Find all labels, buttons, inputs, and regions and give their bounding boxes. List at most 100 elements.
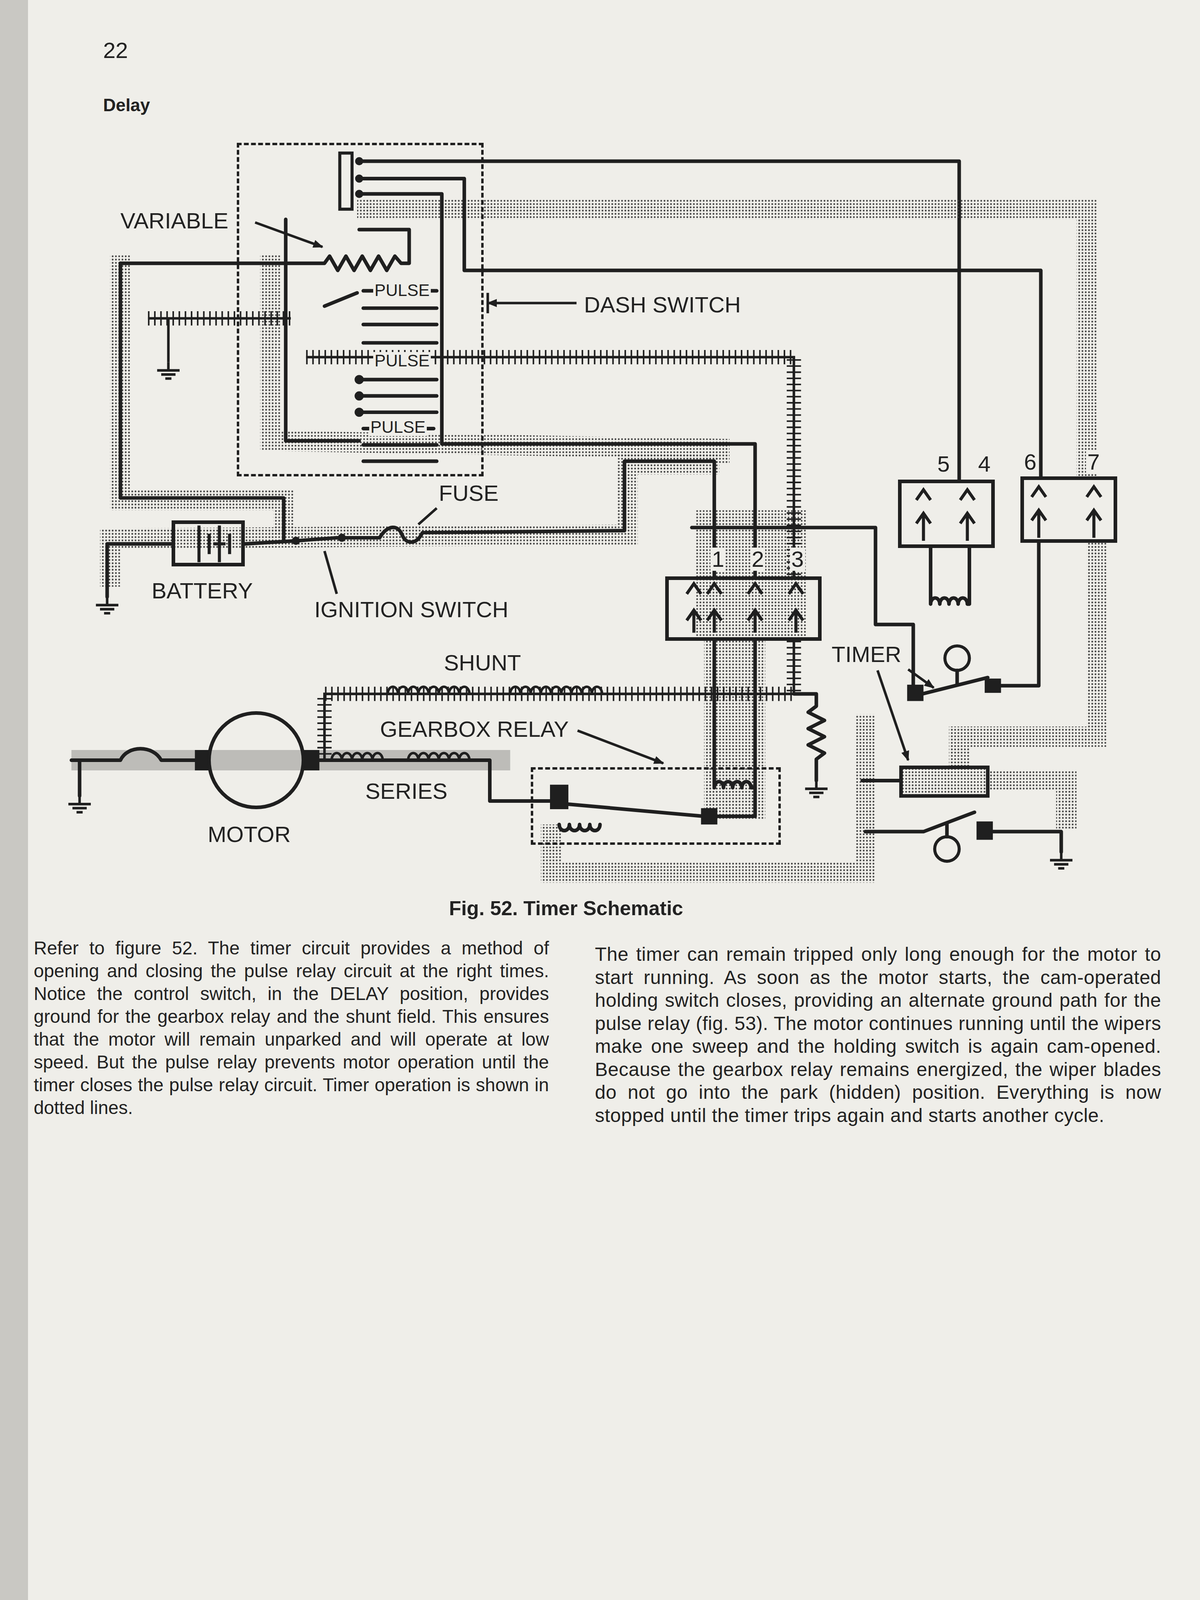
wire: [567, 804, 704, 817]
leader-line: [908, 669, 934, 688]
hatched-wire: [148, 318, 794, 761]
timer-dotted-area: [704, 640, 766, 820]
relay-box: 67: [1020, 476, 1118, 543]
battery-symbol: [198, 525, 230, 563]
wire: [945, 824, 949, 837]
relay-contact-symbol: [707, 583, 722, 633]
switch-part: [944, 646, 970, 671]
timer-dotted-path: [110, 209, 1098, 873]
wire: [359, 194, 756, 577]
relay-contact-symbol: [916, 489, 931, 541]
relay-contact-symbol: [1031, 486, 1046, 538]
timer-dotted-path: [959, 542, 1097, 768]
timer-dotted-path: [987, 780, 1066, 829]
ground-symbol: [96, 596, 119, 614]
wire: [71, 161, 1062, 852]
wire: [244, 537, 337, 544]
relay-box: 54: [898, 479, 995, 548]
battery-symbol: [198, 525, 230, 563]
switch-part: [355, 392, 363, 400]
hatched-wire: [306, 357, 794, 577]
terminal-number: 5: [936, 452, 951, 476]
component-label: VARIABLE: [119, 209, 230, 233]
timer-dotted-area: [696, 510, 807, 642]
leader-line: [255, 222, 934, 764]
relay-contact-symbol: [686, 486, 1102, 633]
wire: [363, 290, 437, 462]
wire: [865, 812, 975, 832]
wire-connector: [483, 270, 1041, 477]
leader-line: [486, 292, 489, 314]
timer-dotted-path: [110, 464, 720, 587]
contact-label: PULSE: [373, 281, 431, 300]
motor-circle: MOTOR: [207, 711, 306, 810]
relay-contact-symbol: [788, 583, 804, 633]
wire: [692, 527, 914, 686]
page-number: 22: [102, 38, 130, 63]
ground-symbol: [157, 362, 180, 379]
switch-part: [901, 767, 988, 796]
switch-part: [985, 679, 1000, 692]
ground-symbol: [805, 780, 828, 798]
switch-part: [356, 175, 362, 182]
switch-part: [908, 685, 923, 700]
dash-switch-box: DASH SWITCH: [236, 142, 484, 477]
paper-page: [28, 0, 1200, 1600]
leader-line: [487, 301, 577, 304]
ground-symbol: [68, 362, 1073, 869]
body-text: Refer to figure 52. The timer circuit pr…: [32, 936, 550, 1120]
terminal-number: 4: [976, 452, 992, 476]
terminal-number: 6: [1022, 450, 1038, 474]
relay-contact-symbol: [960, 489, 975, 541]
switch-part: [196, 153, 1000, 862]
leader-line: [324, 551, 337, 594]
ground-symbol: [1050, 852, 1073, 869]
relay-contact-symbol: [748, 583, 763, 633]
switch-part: [339, 153, 352, 210]
wire: [336, 461, 715, 577]
hatched-wire: [306, 357, 794, 577]
wire: [285, 219, 360, 441]
wire: [359, 159, 484, 164]
wire: [120, 263, 284, 541]
terminal-number: 7: [1086, 450, 1101, 474]
body-text: The timer can remain tripped only long e…: [593, 942, 1163, 1127]
wire: [716, 767, 756, 816]
wire: [862, 778, 902, 783]
switch-part: [338, 534, 345, 541]
ground-symbol: [68, 796, 91, 813]
wire: [120, 229, 410, 271]
switch-part: [355, 408, 363, 416]
wire: [930, 548, 970, 604]
figure-caption: Fig. 52. Timer Schematic: [447, 898, 684, 920]
wire: [992, 831, 1062, 852]
terminal-number: 2: [750, 547, 766, 572]
wire: [714, 767, 756, 788]
terminal-number: 3: [790, 547, 805, 572]
wire: [71, 748, 196, 761]
wire: [1000, 542, 1039, 686]
pulse-relay-box: 123: [665, 576, 822, 641]
wire-connector: [712, 640, 716, 768]
component-label: TIMER: [830, 642, 903, 667]
wire: [794, 694, 825, 781]
switch-part: [356, 158, 362, 164]
switch-part: [292, 537, 299, 544]
switch-part: [934, 836, 960, 862]
timer-dotted-path: [120, 255, 284, 535]
wire: [530, 799, 552, 803]
component-label: BATTERY: [150, 579, 254, 603]
relay-contact-symbol: [1086, 486, 1102, 538]
component-label: SHUNT: [442, 651, 523, 675]
contact-label: PULSE: [373, 352, 431, 370]
gearbox-relay-box: GEARBOX RELAY: [530, 767, 781, 845]
wire: [955, 670, 959, 685]
timer-wire: [483, 209, 1087, 477]
hatched-wire: [324, 640, 794, 760]
battery-box: BATTERY: [171, 520, 246, 567]
leader-line: [877, 670, 909, 760]
field-coil: [510, 686, 603, 694]
